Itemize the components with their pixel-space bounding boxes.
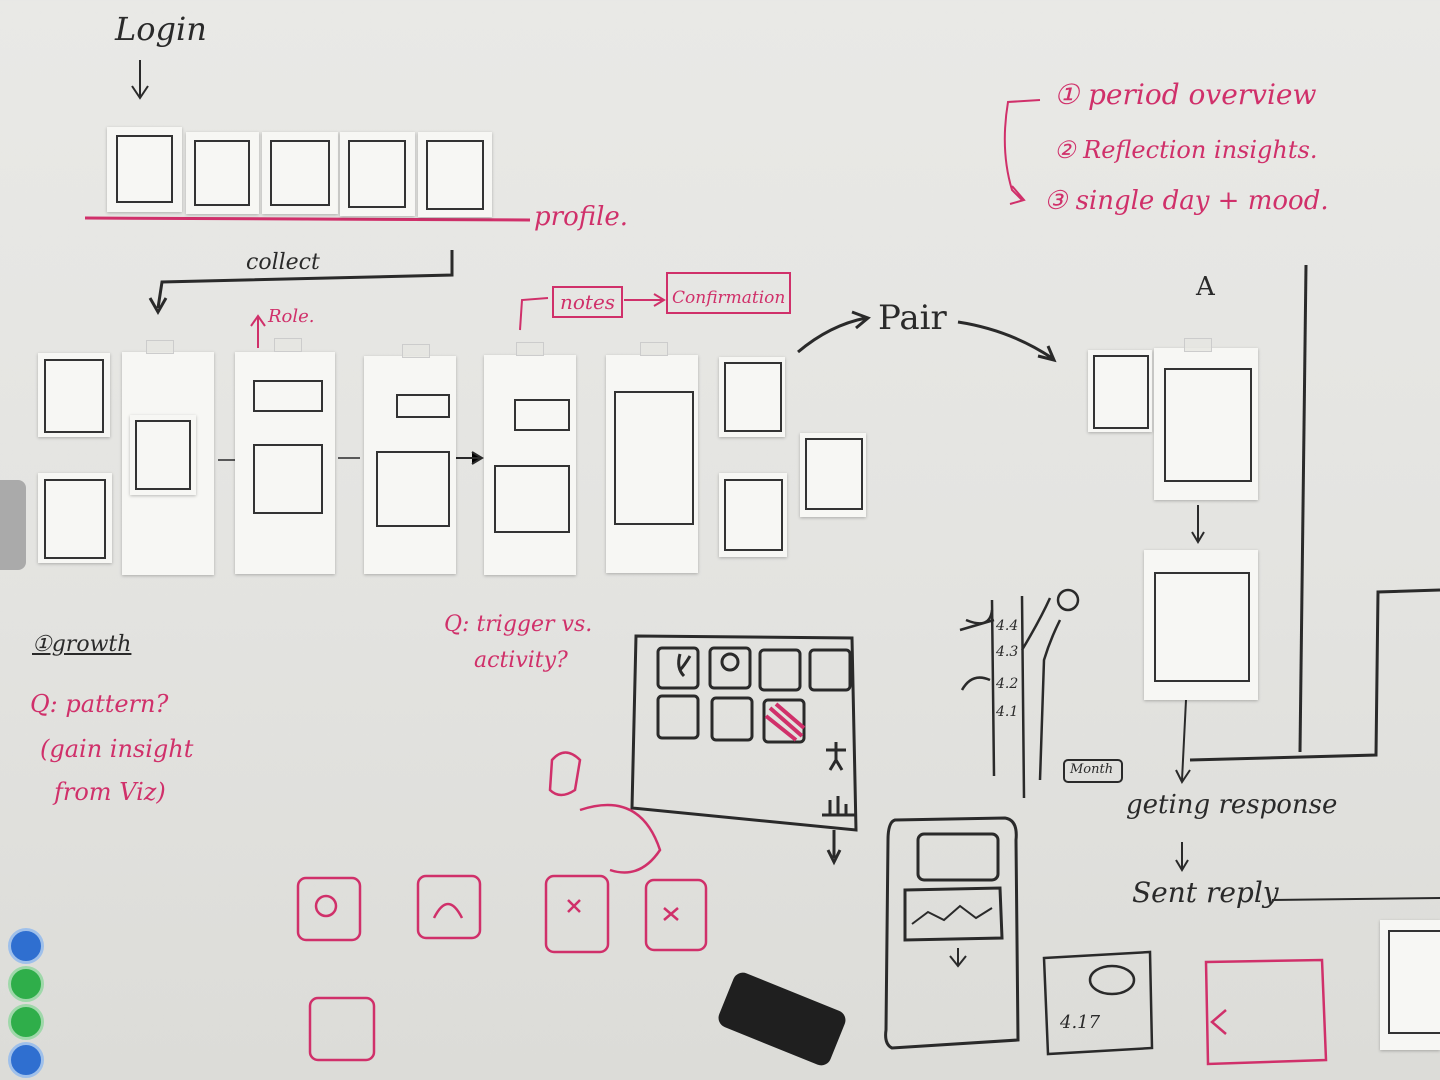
label-pattern: Q: pattern?	[30, 690, 169, 718]
collect-arrow	[148, 250, 454, 316]
role-arrow	[250, 314, 266, 348]
label-trigger: Q: trigger vs.	[444, 612, 593, 637]
red-boxes	[296, 751, 1328, 1066]
tick-4-4: 4.4	[996, 618, 1019, 634]
list-item-2: ② Reflection insights.	[1054, 136, 1318, 164]
label-gain: (gain insight	[40, 735, 194, 763]
magnet-green[interactable]	[8, 1004, 44, 1040]
arrow-down-3	[1175, 842, 1189, 872]
label-getting-response: geting response	[1126, 790, 1338, 820]
paper-screen-a-overlay	[130, 415, 196, 495]
paper-login-4	[340, 132, 415, 216]
label-pair: Pair	[878, 298, 947, 338]
tape	[516, 342, 544, 356]
paper-tree	[38, 353, 110, 437]
tape	[1184, 338, 1212, 352]
divider-line	[1298, 264, 1308, 753]
magnet-blue[interactable]	[8, 1042, 44, 1078]
paper-right-bottom	[1380, 920, 1440, 1050]
paper-role	[235, 352, 335, 574]
list-item-1: ① period overview	[1054, 78, 1317, 111]
label-notes: notes	[552, 286, 624, 318]
tape	[402, 344, 430, 358]
paper-pair-3	[800, 433, 866, 517]
paper-side	[38, 473, 112, 563]
list-item-3: ③ single day + mood.	[1044, 186, 1329, 216]
calendar-sketch	[630, 634, 858, 866]
paper-right-small	[1088, 350, 1152, 432]
arrow-down-1	[1191, 505, 1205, 544]
paper-login-3	[262, 132, 338, 214]
label-4-17: 4.17	[1060, 1012, 1101, 1033]
month-box	[1063, 759, 1123, 783]
tick-4-1: 4.1	[996, 704, 1019, 720]
label-A: A	[1196, 272, 1215, 302]
tape	[640, 342, 668, 356]
paper-login-5	[418, 132, 492, 217]
tick-4-2: 4.2	[996, 676, 1019, 692]
profile-underline	[84, 216, 531, 222]
label-profile: profile.	[534, 202, 629, 232]
paper-activity	[484, 355, 576, 575]
arrow-from-pair	[957, 320, 1057, 363]
arrow-notes-confirm	[624, 293, 666, 307]
tick-4-3: 4.3	[996, 644, 1019, 660]
reply-line	[1271, 897, 1440, 901]
label-confirmation: Confirmation	[666, 272, 792, 314]
paper-pair-2	[719, 473, 787, 557]
arrow-down-2	[1175, 699, 1191, 784]
phone-sketch	[884, 816, 1020, 1050]
board-clip	[0, 480, 26, 570]
tape	[274, 338, 302, 352]
paper-right-response	[1144, 550, 1258, 700]
label-activity: activity?	[474, 648, 568, 673]
connector-line	[1189, 588, 1440, 762]
label-fromviz: from Viz)	[54, 778, 166, 806]
label-collect: collect	[246, 250, 320, 275]
paper-right-detail	[1154, 348, 1258, 500]
clipboard-sketch	[1042, 950, 1154, 1056]
label-sent-reply: Sent reply	[1132, 876, 1279, 909]
notes-bracket	[519, 297, 549, 331]
paper-login-2	[186, 132, 259, 214]
paper-pair-1	[719, 357, 785, 437]
label-growth: ①growth	[32, 632, 132, 657]
tape	[146, 340, 174, 354]
label-month: Month	[1070, 762, 1114, 777]
tree-sketch	[959, 588, 1080, 799]
magnet-green[interactable]	[8, 966, 44, 1002]
magnet-blue[interactable]	[8, 928, 44, 964]
pink-hatch	[764, 702, 806, 742]
paper-mood	[364, 356, 456, 574]
heading-login: Login	[115, 10, 207, 48]
list-bracket	[1003, 99, 1041, 205]
label-role: Role.	[268, 306, 315, 327]
paper-login-1	[107, 127, 182, 212]
login-arrow	[131, 60, 149, 100]
arrow-to-pair	[797, 310, 871, 354]
paper-calendar	[606, 355, 698, 573]
